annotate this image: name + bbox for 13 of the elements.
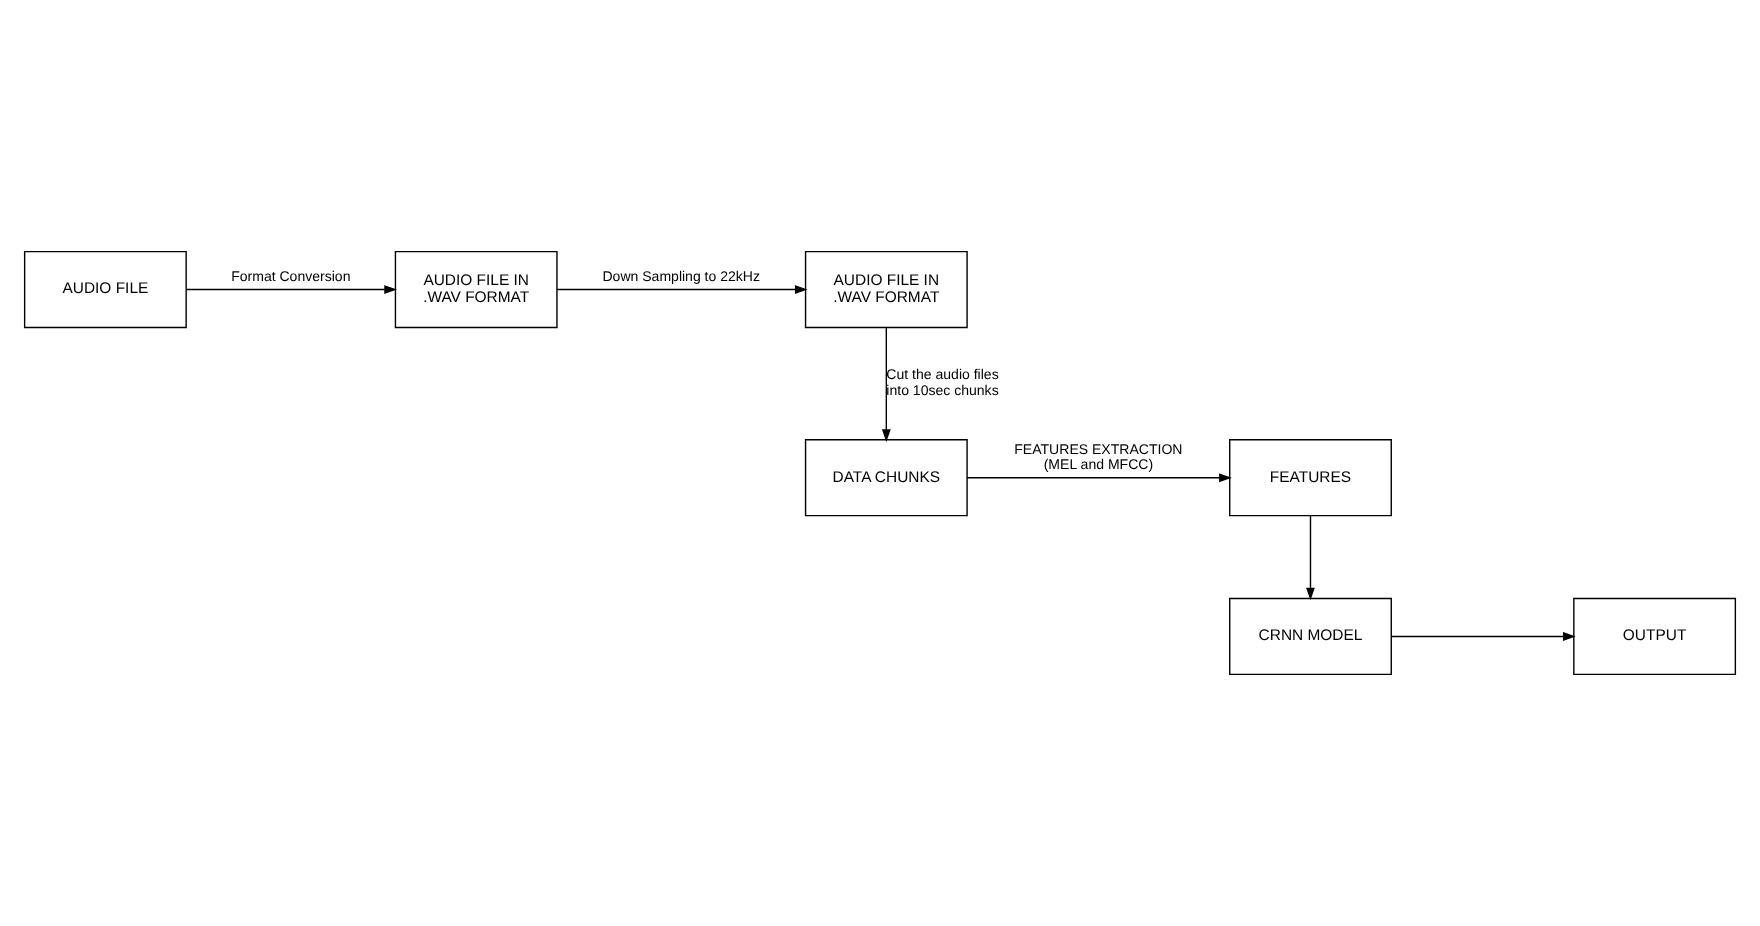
- arrow: [1391, 632, 1576, 641]
- node-box: DATA CHUNKS: [804, 439, 968, 517]
- arrow: [1306, 515, 1315, 601]
- node-box: FEATURES: [1229, 439, 1392, 517]
- arrow: [881, 326, 891, 442]
- node-box: OUTPUT: [1573, 597, 1737, 676]
- arrow: [185, 285, 397, 294]
- node-box: CRNN MODEL: [1229, 597, 1392, 676]
- node-box: AUDIO FILE: [23, 250, 187, 329]
- arrow: [556, 285, 808, 294]
- node-box: AUDIO FILE IN .WAV FORMAT: [394, 250, 558, 329]
- arrow: [966, 473, 1232, 483]
- node-box: AUDIO FILE IN .WAV FORMAT: [804, 250, 968, 329]
